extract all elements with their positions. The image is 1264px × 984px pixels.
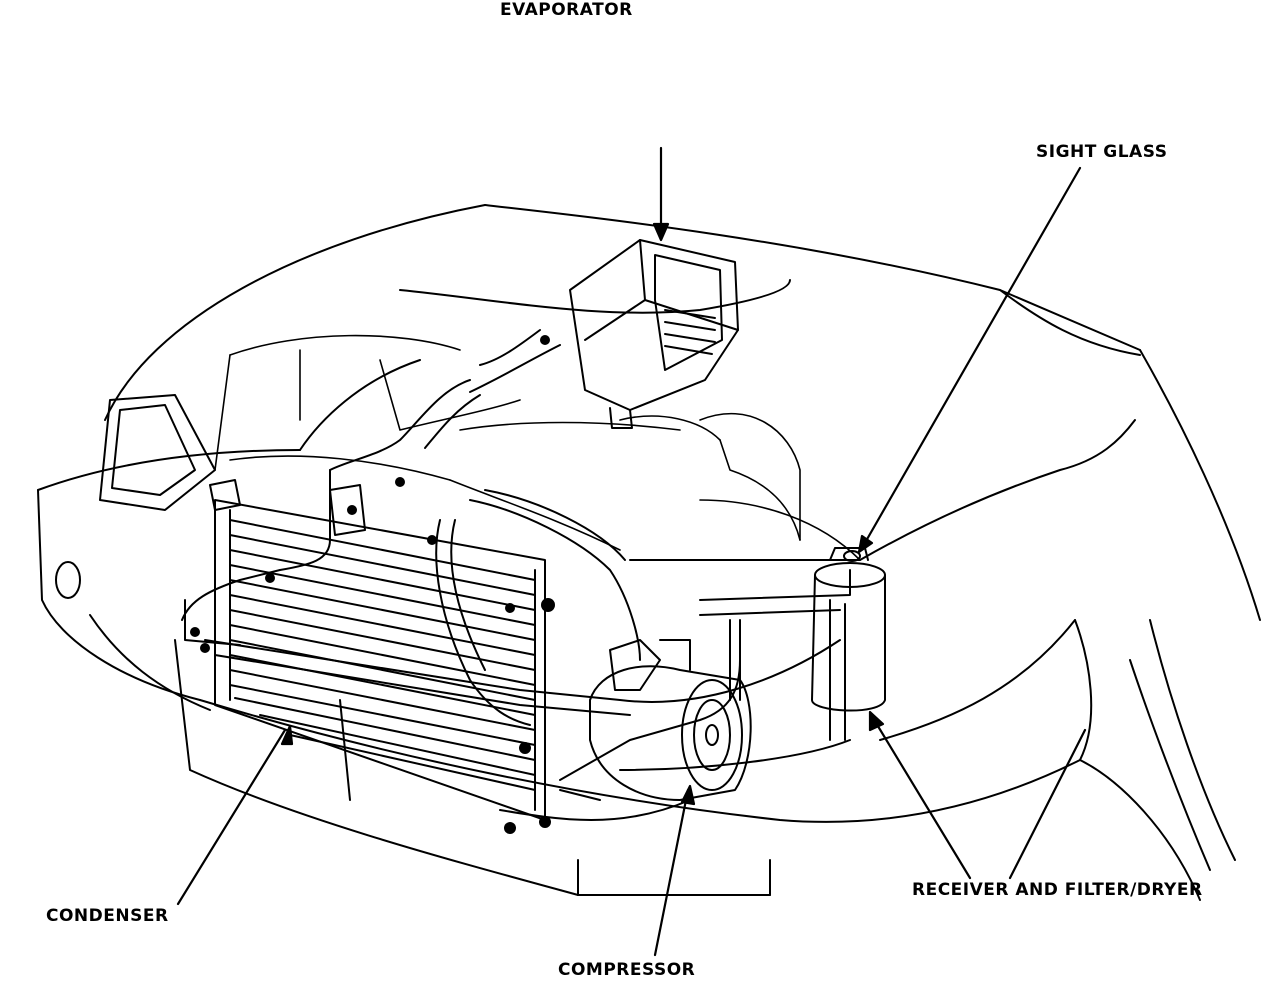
fittings xyxy=(190,335,555,834)
engine-bay xyxy=(214,334,861,561)
condenser-arrow xyxy=(176,724,294,906)
condenser-core xyxy=(209,479,546,821)
evaporator-arrow xyxy=(652,146,670,242)
leader-lines xyxy=(176,146,1087,957)
receiver-dryer-label: RECEIVER AND FILTER/DRYER xyxy=(912,880,1203,900)
receiver-arrow xyxy=(868,710,1087,880)
refrigerant-lines xyxy=(181,379,851,821)
receiver-dryer-unit xyxy=(811,547,886,741)
sight-glass-arrow xyxy=(857,166,1082,554)
evaporator-unit xyxy=(469,239,739,429)
condenser-label: CONDENSER xyxy=(46,906,169,926)
compressor-arrow xyxy=(653,784,696,957)
evaporator-label: EVAPORATOR xyxy=(500,0,633,20)
car-body xyxy=(37,204,1261,901)
sight-glass-label: SIGHT GLASS xyxy=(1036,142,1168,162)
headlight xyxy=(55,394,216,599)
compressor-unit xyxy=(589,639,752,801)
compressor-label: COMPRESSOR xyxy=(558,960,696,980)
